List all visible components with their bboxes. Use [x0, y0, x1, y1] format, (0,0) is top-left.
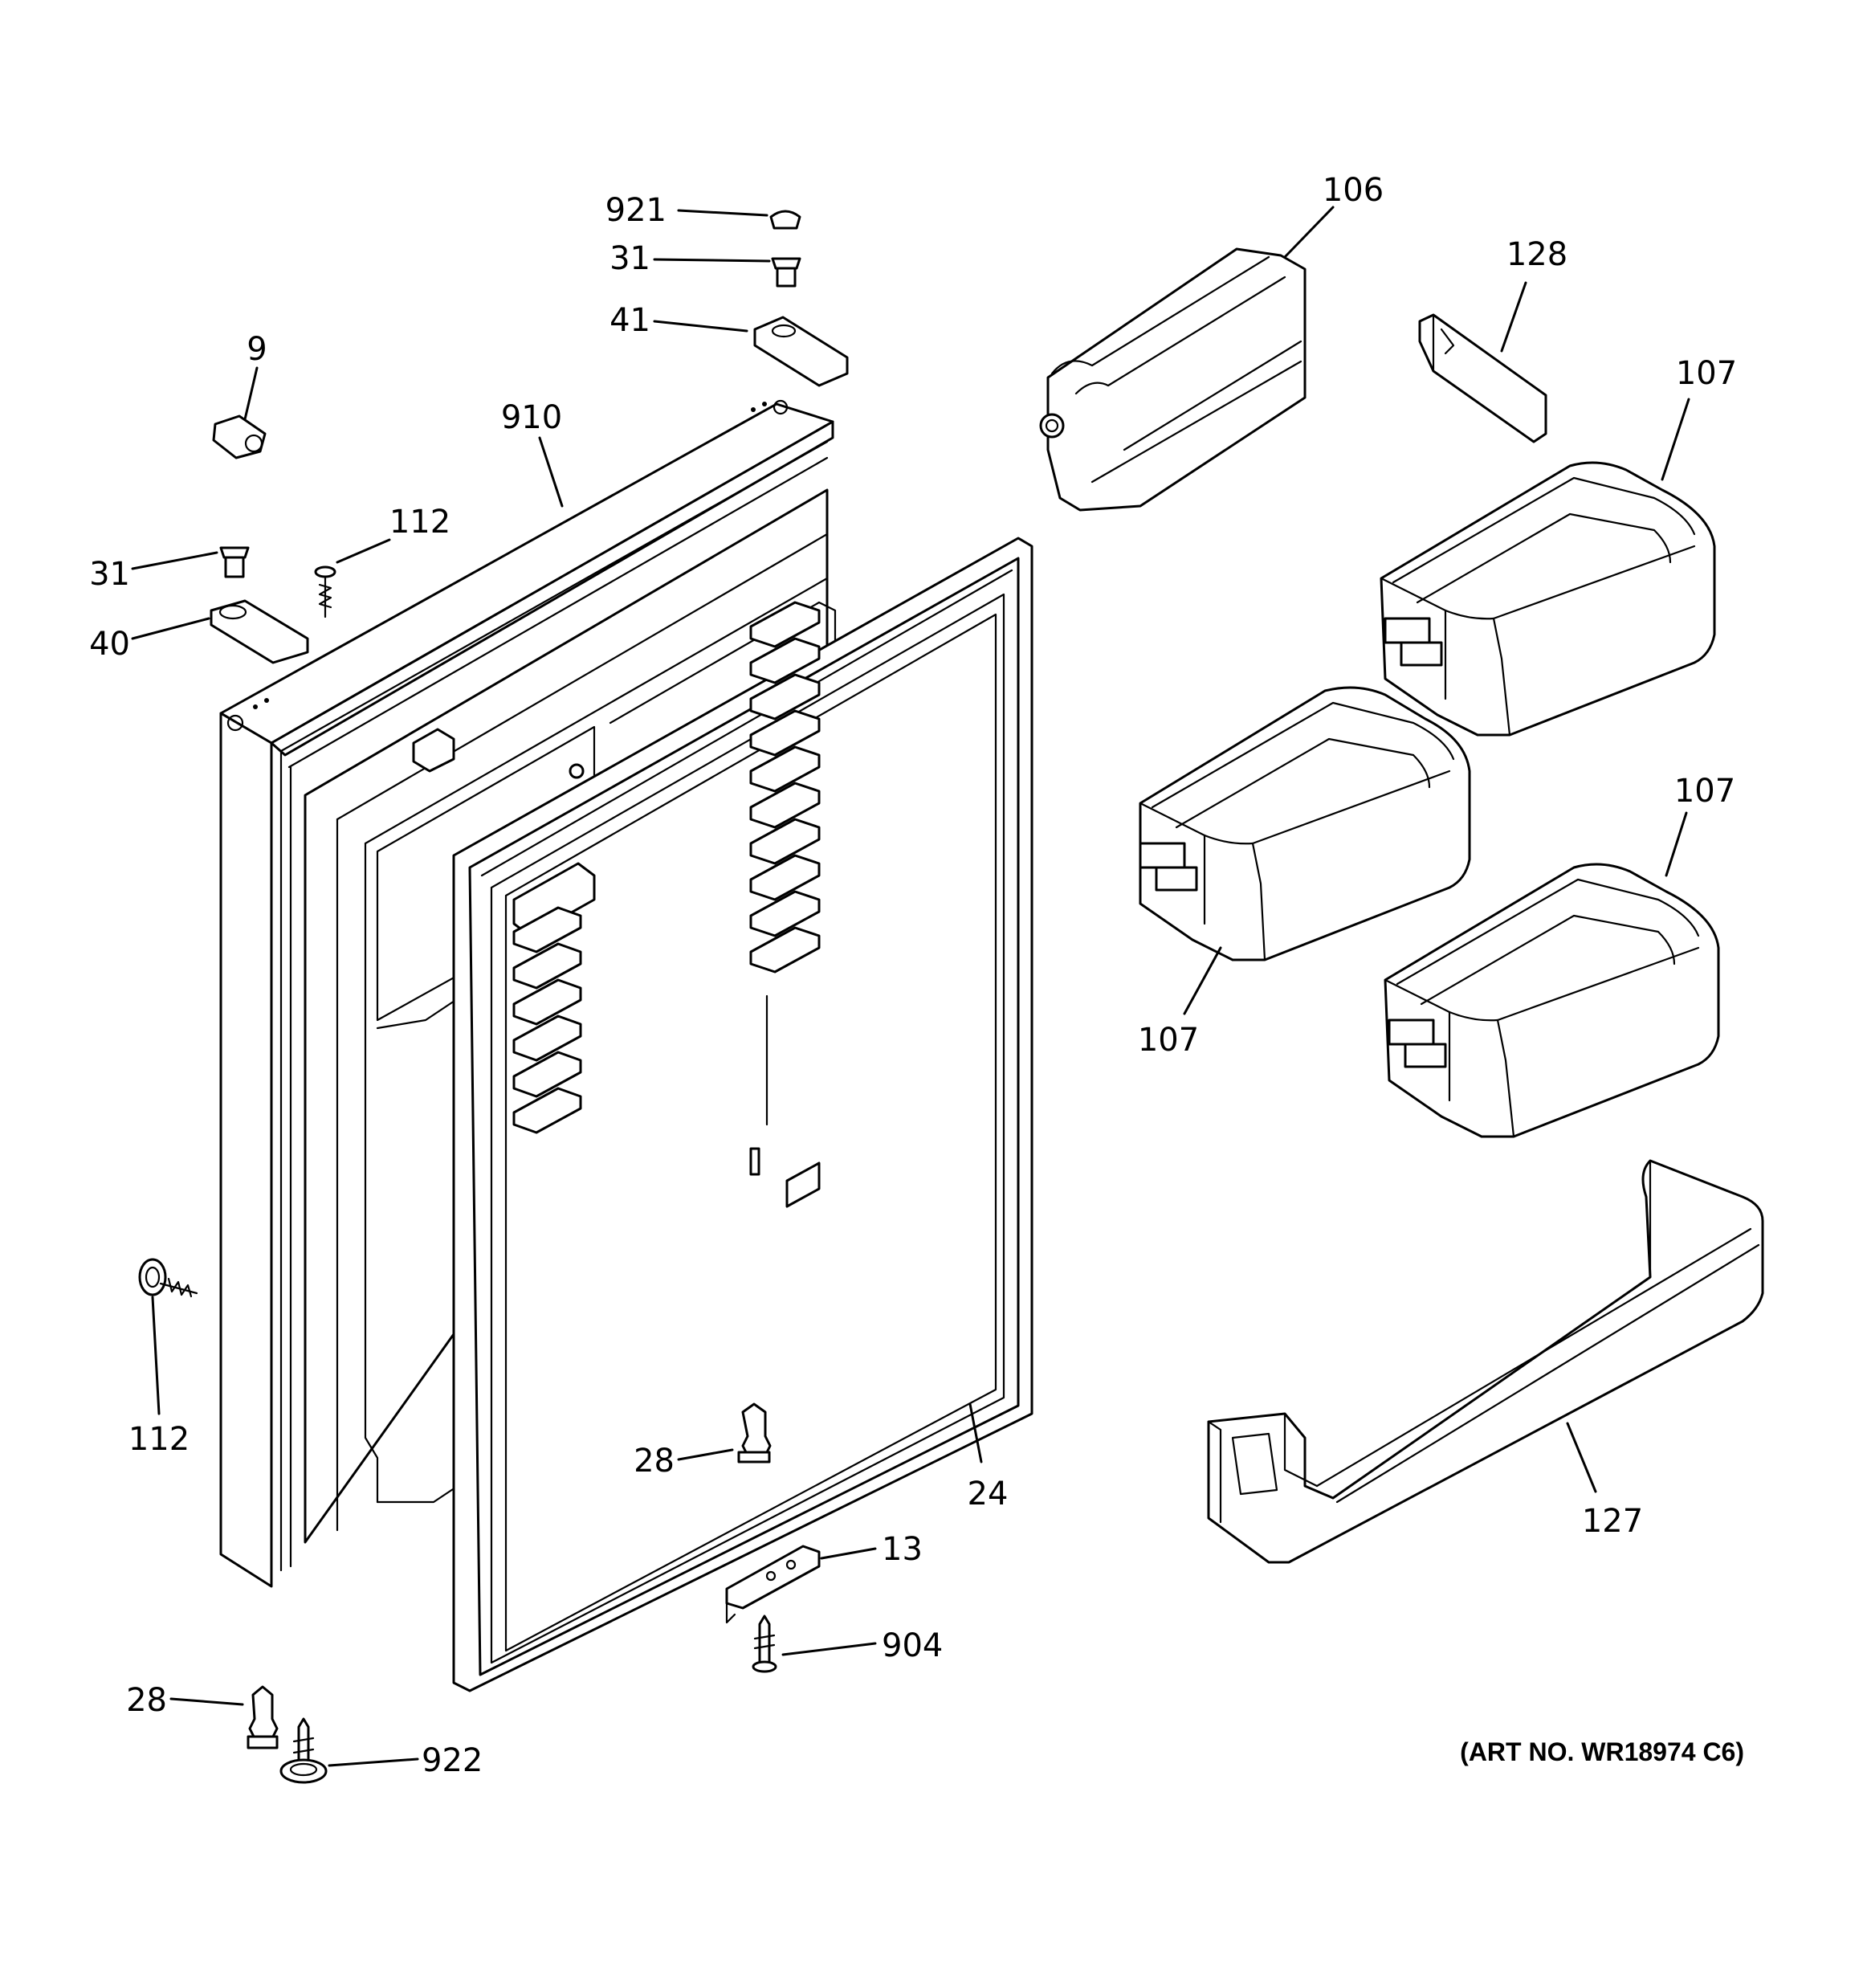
screw-904: [752, 1614, 777, 1673]
callout-31-left: 31: [89, 556, 130, 593]
callout-128: 128: [1506, 236, 1567, 273]
screw-922: [279, 1717, 328, 1784]
hinge-plate-40: [210, 599, 309, 664]
bracket-13: [725, 1545, 821, 1624]
door-bin-107-upper: [1380, 461, 1716, 737]
callout-40: 40: [89, 626, 130, 663]
door-gasket-24: [452, 537, 1033, 1692]
callout-904: 904: [882, 1627, 943, 1664]
shelf-clip-128: [1418, 313, 1547, 443]
bumper-28-bottom: [247, 1685, 279, 1749]
callout-921: 921: [605, 192, 667, 229]
plug-9: [212, 414, 267, 459]
leader-lines: [131, 206, 1690, 1767]
cap-921: [769, 210, 801, 230]
shelf-supports-left: [512, 862, 596, 1134]
screw-112-left: [138, 1258, 198, 1298]
callout-28-middle: 28: [634, 1443, 675, 1480]
callout-13: 13: [882, 1531, 923, 1568]
callout-9: 9: [247, 331, 267, 368]
bushing-31-left: [219, 546, 250, 578]
door-shelf-127: [1207, 1159, 1764, 1564]
callout-127: 127: [1582, 1503, 1643, 1540]
callout-labels: 921 31 41 9 910 112 31 40 106 128 107 10…: [89, 172, 1737, 1779]
callout-107-upper: 107: [1676, 355, 1737, 392]
art-number: (ART NO. WR18974 C6): [1460, 1737, 1744, 1766]
callout-41: 41: [609, 302, 650, 339]
callout-107-middle: 107: [1138, 1022, 1199, 1059]
bushing-31-top: [771, 257, 801, 288]
door-bin-107-lower: [1384, 863, 1720, 1138]
screw-112-top: [314, 565, 336, 618]
callout-28-bottom: 28: [126, 1682, 167, 1719]
door-bin-107-middle: [1139, 686, 1471, 961]
dairy-door-106: [1039, 247, 1307, 512]
callout-112-left: 112: [128, 1421, 190, 1458]
callout-31-top: 31: [609, 240, 650, 277]
bumper-28-middle: [737, 1402, 772, 1463]
callout-106: 106: [1323, 172, 1384, 209]
callout-107-lower: 107: [1674, 773, 1735, 810]
callout-24: 24: [968, 1476, 1009, 1512]
shelf-supports-right: [749, 601, 821, 1208]
callout-922: 922: [422, 1742, 483, 1779]
hinge-plate-41: [753, 316, 849, 387]
callout-112-top: 112: [389, 504, 450, 541]
callout-910: 910: [501, 399, 562, 436]
